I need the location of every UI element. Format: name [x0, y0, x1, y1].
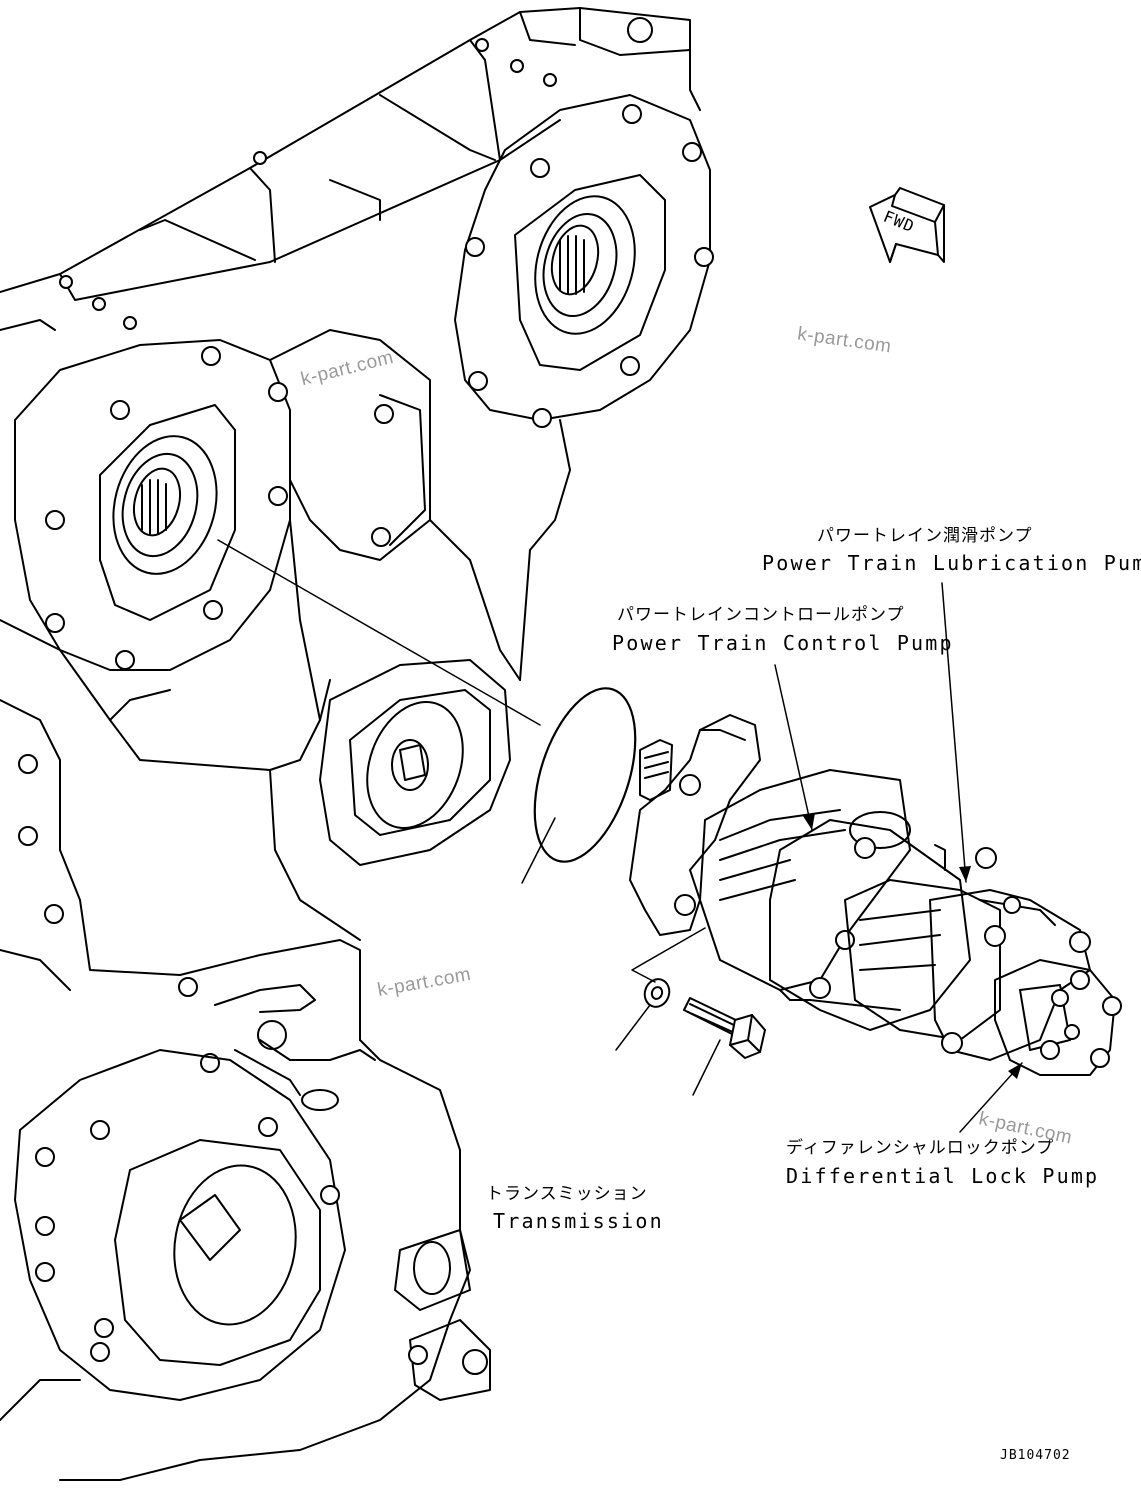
washer — [643, 978, 671, 1008]
differential-lock-pump-label-en: Differential Lock Pump — [786, 1164, 1100, 1188]
transmission-lower — [0, 984, 491, 1481]
lubrication-pump-leader — [941, 582, 967, 883]
o-ring-leader — [217, 539, 541, 726]
control-pump-label-en: Power Train Control Pump — [612, 631, 954, 655]
control-pump-leader — [774, 664, 813, 831]
bolt-leader — [692, 1039, 721, 1096]
lubrication-pump-label-jp: パワートレイン潤滑ポンプ — [817, 526, 1033, 546]
differential-lock-pump-label-jp: ディファレンシャルロックポンプ — [786, 1138, 1055, 1158]
transmission-label-en: Transmission — [493, 1209, 664, 1233]
transmission-housing — [0, 7, 714, 1073]
washer-leader — [615, 1004, 651, 1051]
differential-lock-pump-arrow — [1008, 1063, 1022, 1079]
o-ring-callout — [521, 817, 556, 884]
control-pump-arrow — [803, 813, 815, 830]
fwd-arrow-icon — [869, 187, 945, 263]
control-pump-label-jp: パワートレインコントロールポンプ — [617, 605, 905, 625]
lubrication-pump-arrow — [959, 866, 971, 882]
drawing-code: JB104702 — [1000, 1448, 1071, 1463]
differential-lock-pump-leader — [959, 1062, 1023, 1133]
bolt — [683, 997, 766, 1059]
lubrication-pump-label-en: Power Train Lubrication Pump — [762, 551, 1141, 575]
o-ring — [533, 687, 637, 863]
transmission-label-jp: トランスミッション — [486, 1184, 648, 1204]
fastener-bracket — [631, 927, 706, 983]
pump-assembly — [629, 714, 1122, 1076]
